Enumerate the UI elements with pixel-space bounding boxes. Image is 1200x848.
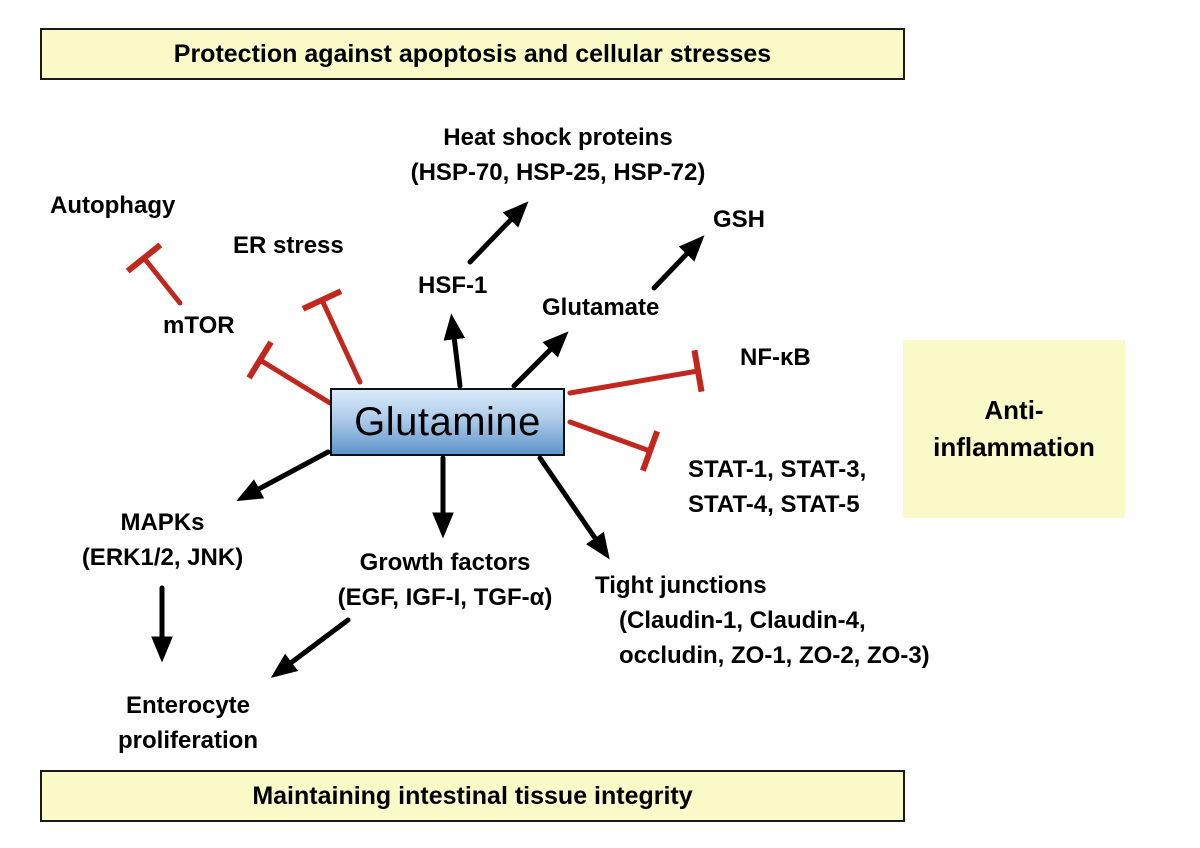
inhibit-mtor-to-autophagy [125,242,183,306]
inhibit-glutamine-to-stats [567,419,660,472]
er-stress-label: ER stress [233,232,344,259]
node-autophagy: Autophagy [50,188,175,223]
glutamine-label: Glutamine [354,399,541,444]
growth-factors-title: Growth factors [359,549,531,576]
hsf1-label: HSF-1 [418,272,488,299]
arrow-glutamine-to-hsf1 [443,313,466,389]
tight-junctions-detail1: (Claudin-1, Claudin-4, [619,607,866,634]
gsh-label: GSH [713,206,766,233]
arrow-glutamate-to-gsh [651,235,705,291]
mtor-label: mTOR [163,312,235,339]
enterocyte-line1: Enterocyte [125,692,251,719]
arrow-growthfactors-to-enterocyte [270,617,351,678]
arrow-glutamine-to-mapks [236,449,331,502]
heat-shock-detail: (HSP-70, HSP-25, HSP-72) [410,159,706,186]
bottom-banner-label: Maintaining intestinal tissue integrity [252,781,693,810]
node-hsf1: HSF-1 [418,268,487,303]
node-gsh: GSH [713,202,765,237]
node-stats: STAT-1, STAT-3, STAT-4, STAT-5 [688,452,866,522]
top-banner: Protection against apoptosis and cellula… [40,28,905,80]
node-glutamate: Glutamate [542,290,659,325]
enterocyte-line2: proliferation [117,727,258,754]
node-nfkb: NF-κB [740,340,811,375]
mapks-detail: (ERK1/2, JNK) [81,544,244,571]
autophagy-label: Autophagy [50,192,176,219]
node-mapks: MAPKs (ERK1/2, JNK) [55,505,270,575]
stats-line2: STAT-4, STAT-5 [688,491,860,518]
arrow-hsf1-to-heatshock [467,201,529,265]
heat-shock-title: Heat shock proteins [443,124,673,151]
arrow-glutamine-to-glutamate [511,331,569,389]
node-tight-junctions: Tight junctions (Claudin-1, Claudin-4, o… [595,568,930,673]
anti-inflammation-line2: inflammation [933,432,1095,462]
inhibit-glutamine-to-erstress [301,288,363,385]
stats-line1: STAT-1, STAT-3, [688,456,867,483]
tight-junctions-detail2: occludin, ZO-1, ZO-2, ZO-3) [619,642,930,669]
node-mtor: mTOR [163,308,235,343]
nfkb-label: NF-κB [740,344,811,371]
arrow-glutamine-to-tightjunctions [537,455,610,560]
growth-factors-detail: (EGF, IGF-I, TGF-α) [337,584,553,611]
bottom-banner: Maintaining intestinal tissue integrity [40,770,905,822]
inhibit-glutamine-to-mtor [246,340,333,406]
node-growth-factors: Growth factors (EGF, IGF-I, TGF-α) [305,545,585,615]
mapks-title: MAPKs [120,509,205,536]
glutamine-node: Glutamine [330,388,565,456]
node-er-stress: ER stress [233,228,344,263]
anti-inflammation-line1: Anti- [984,395,1044,425]
inhibit-glutamine-to-nfkb [567,349,705,396]
node-heat-shock-proteins: Heat shock proteins (HSP-70, HSP-25, HSP… [340,120,776,190]
top-banner-label: Protection against apoptosis and cellula… [173,39,772,68]
tight-junctions-title: Tight junctions [595,572,767,599]
anti-inflammation-box: Anti- inflammation [903,340,1125,518]
glutamate-label: Glutamate [542,294,660,321]
node-enterocyte-proliferation: Enterocyte proliferation [88,688,288,758]
